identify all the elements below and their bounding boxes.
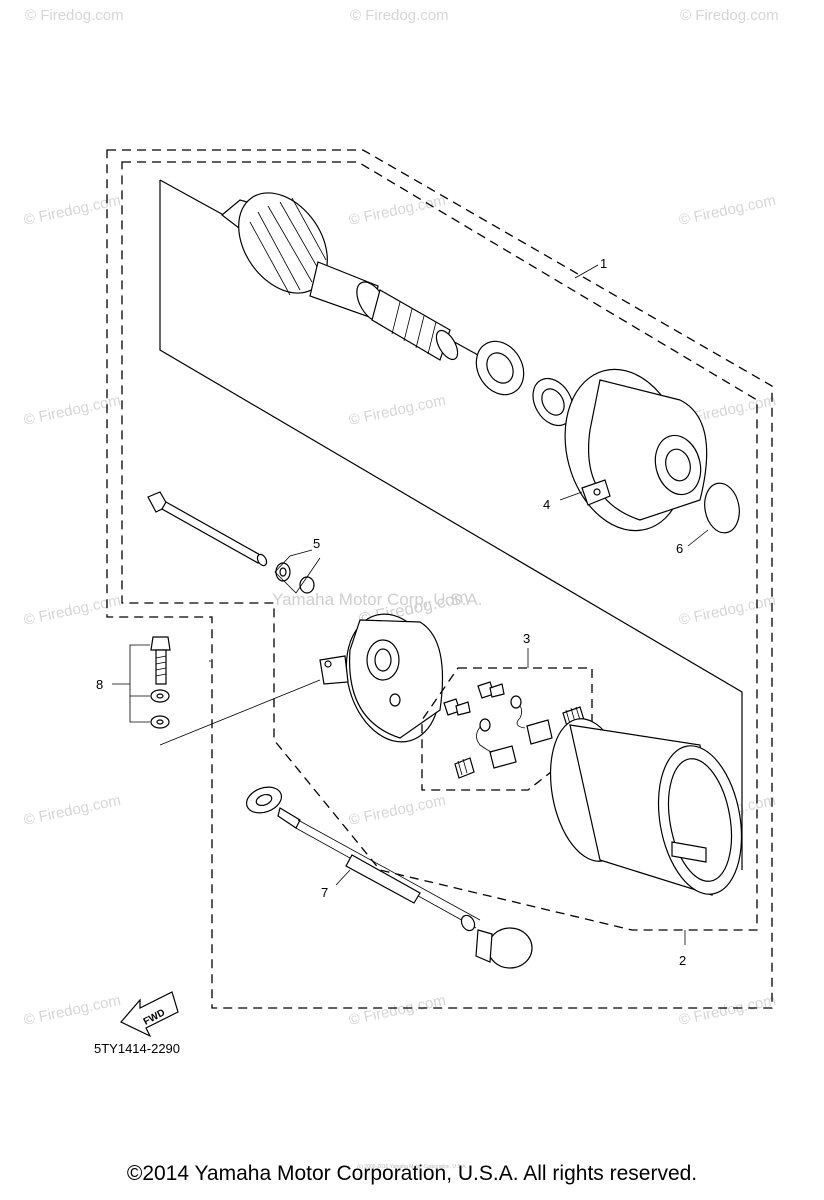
armature bbox=[221, 192, 459, 361]
callout-6: 6 bbox=[676, 541, 683, 556]
watermark: © Firedog.com bbox=[347, 192, 447, 229]
rear-cover bbox=[319, 613, 444, 743]
callout-1: 1 bbox=[600, 256, 607, 271]
assembly-1-outline bbox=[106, 149, 773, 1009]
watermark: © Firedog.com bbox=[22, 992, 122, 1029]
watermark: © Firedog.com bbox=[22, 792, 122, 829]
assembly-2-outline bbox=[121, 161, 758, 931]
tiny-copyright: (c) 2005-2016 Yamaha Motor Corporation, … bbox=[357, 1164, 467, 1170]
callout-2: 2 bbox=[679, 953, 686, 968]
watermark: © Firedog.com bbox=[22, 592, 122, 629]
leader-lines bbox=[112, 264, 709, 945]
watermark: © Firedog.com bbox=[677, 192, 777, 229]
watermark: © Firedog.com bbox=[347, 992, 447, 1029]
callout-7: 7 bbox=[321, 885, 328, 900]
fwd-arrow-icon: FWD bbox=[120, 991, 179, 1038]
watermark-center: Yamaha Motor Corp, U.S.A. bbox=[272, 590, 482, 609]
brush-set-outline bbox=[421, 667, 593, 791]
callout-4: 4 bbox=[543, 497, 550, 512]
washer-5 bbox=[275, 562, 291, 582]
o-ring bbox=[704, 482, 740, 534]
through-bolt bbox=[147, 491, 268, 567]
copyright-notice: ©2014 Yamaha Motor Corporation, U.S.A. A… bbox=[126, 1162, 698, 1185]
bearing bbox=[475, 340, 525, 396]
callout-8: 8 bbox=[96, 677, 103, 692]
seal bbox=[532, 377, 574, 427]
watermark: © Firedog.com bbox=[347, 792, 447, 829]
front-cover bbox=[564, 368, 708, 532]
yoke-housing bbox=[549, 718, 743, 896]
watermark: © Firedog.com bbox=[25, 7, 124, 24]
armature-boundary bbox=[159, 180, 743, 870]
starter-cable bbox=[245, 786, 533, 969]
watermark: © Firedog.com bbox=[680, 7, 779, 24]
watermark: © Firedog.com bbox=[677, 592, 777, 629]
bolt-8 bbox=[150, 636, 171, 729]
watermark: © Firedog.com bbox=[350, 7, 449, 24]
o-ring-small bbox=[299, 576, 315, 594]
watermark: © Firedog.com bbox=[677, 992, 777, 1029]
watermark: © Firedog.com bbox=[347, 392, 447, 429]
callout-3: 3 bbox=[523, 631, 530, 646]
diagram-part-code: 5TY1414-2290 bbox=[94, 1041, 181, 1056]
callout-5: 5 bbox=[313, 536, 320, 551]
